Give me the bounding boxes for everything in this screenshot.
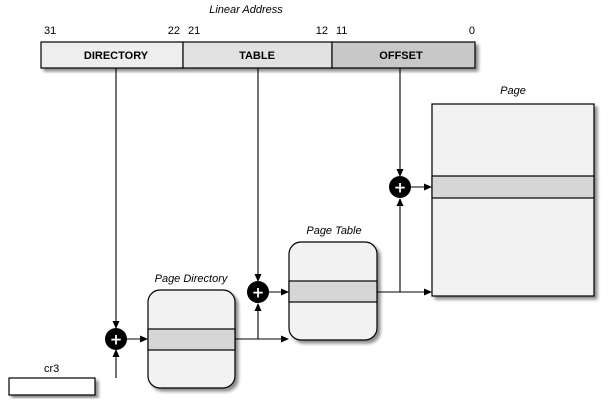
- page-label: Page: [500, 85, 526, 97]
- bit-21-label: 21: [188, 25, 200, 37]
- page-table-label: Page Table: [306, 225, 361, 237]
- connector-lines: [112, 68, 432, 378]
- page-table-box: [288, 241, 378, 341]
- offset-field: [331, 41, 476, 69]
- plus-icon: [247, 281, 269, 303]
- adder-3-symbol: +: [394, 179, 407, 197]
- page-directory-box: [147, 289, 236, 389]
- adder-1-symbol: +: [110, 331, 123, 349]
- adder-2: +: [247, 281, 269, 303]
- bit-11-label: 11: [336, 25, 347, 37]
- plus-icon: [389, 176, 411, 198]
- page-entry: [431, 175, 595, 199]
- bit-22-label: 22: [168, 25, 180, 37]
- directory-field-label: DIRECTORY: [84, 50, 149, 62]
- page-table-entry: [288, 280, 378, 303]
- offset-field-label: OFFSET: [379, 50, 423, 62]
- plus-icon: [105, 328, 127, 350]
- page-frame: [431, 103, 595, 297]
- linear-address-title: Linear Address: [209, 4, 283, 16]
- adder-2-symbol: +: [252, 284, 265, 302]
- adder-1: +: [105, 328, 127, 350]
- bit-0-label: 0: [469, 25, 475, 37]
- cr3-label: cr3: [44, 363, 59, 375]
- table-field: [182, 41, 333, 69]
- adder-3: +: [389, 176, 411, 198]
- directory-field: [40, 41, 184, 69]
- page-directory-label: Page Directory: [155, 273, 229, 285]
- table-field-label: TABLE: [239, 50, 275, 62]
- bit-12-label: 12: [316, 25, 328, 37]
- bit-31-label: 31: [44, 25, 56, 37]
- page-directory-entry: [147, 328, 236, 351]
- cr3-register: [8, 377, 96, 396]
- linear-address-bar: [40, 41, 476, 69]
